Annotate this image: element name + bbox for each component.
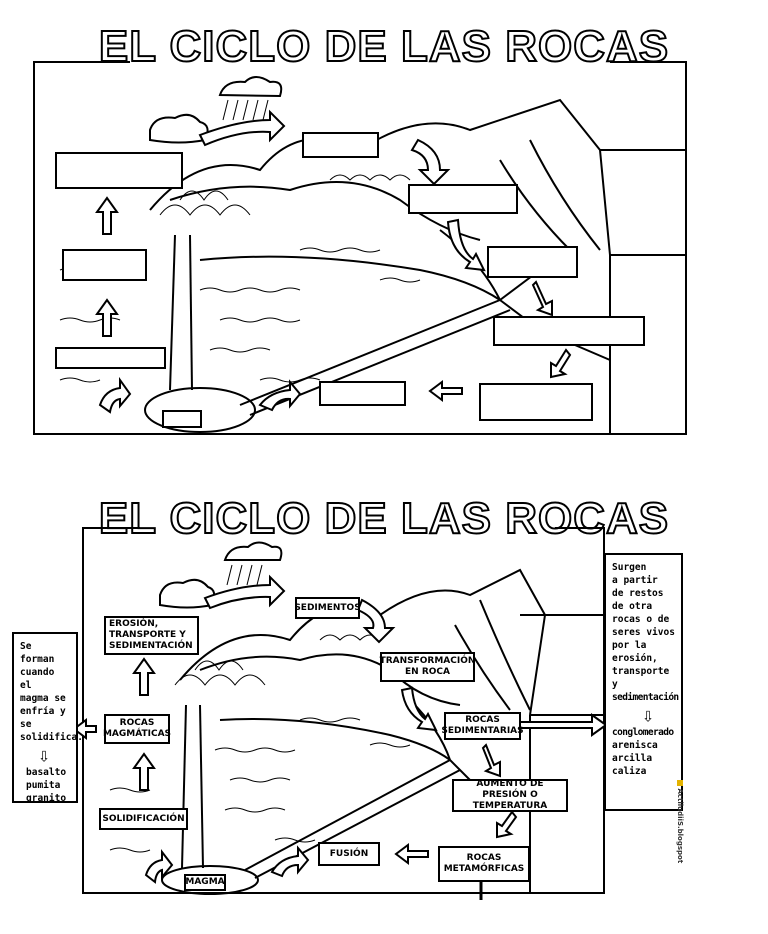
- blank-box-solidificacion: [55, 347, 166, 369]
- example-pumita: pumita: [26, 780, 61, 791]
- watermark-text: ActiludiiS.blogspot: [676, 788, 684, 864]
- example-basalto: basalto: [26, 767, 67, 778]
- label-magma: MAGMA: [184, 874, 226, 891]
- blank-box-transformacion: [408, 184, 518, 214]
- note-sedimentarias-line: sedimentación: [612, 692, 679, 703]
- note-sedimentarias: Surgen a partir de restos de otra rocas …: [604, 553, 683, 811]
- label-fusion: FUSIÓN: [318, 842, 380, 866]
- label-rocas-sedimentarias: ROCAS SEDIMENTARIAS: [441, 712, 524, 740]
- note-magmaticas-line: solidifica.: [20, 732, 83, 743]
- note-magmaticas: Se forman cuando el magma se enfría y se…: [12, 632, 83, 804]
- note-magmaticas-line: magma se: [20, 693, 66, 704]
- label-aumento: AUMENTO DE PRESIÓN O TEMPERATURA: [452, 779, 568, 812]
- watermark: ActiludiiS.blogspot: [674, 780, 684, 900]
- example-conglomerado: conglomerado: [612, 727, 674, 738]
- note-sedimentarias-line: transporte y: [612, 666, 670, 690]
- note-sedimentarias-line: rocas o de: [612, 614, 670, 625]
- blank-box-fusion: [319, 381, 406, 406]
- note-magmaticas-line: enfría y se: [20, 706, 66, 730]
- blank-box-sedimentarias: [487, 246, 578, 278]
- example-caliza: caliza: [612, 766, 647, 777]
- blank-box-sedimentos: [302, 132, 379, 158]
- title-bottom: EL CICLO DE LAS ROCAS: [98, 493, 670, 544]
- label-sedimentos: SEDIMENTOS: [294, 597, 361, 619]
- label-rocas-metamorficas: ROCAS METAMÓRFICAS: [438, 846, 530, 882]
- note-magmaticas-line: Se forman: [20, 641, 55, 665]
- note-sedimentarias-line: de otra: [612, 601, 653, 612]
- arrow-down-icon: ⇩: [642, 703, 655, 727]
- title-top: EL CICLO DE LAS ROCAS: [98, 21, 670, 72]
- example-granito: granito: [26, 793, 67, 804]
- arrow-down-icon: ⇩: [38, 743, 51, 767]
- blank-box-metamorficas: [479, 383, 593, 421]
- label-rocas-magmaticas: ROCAS MAGMÁTICAS: [103, 714, 171, 744]
- note-magmaticas-line: cuando el: [20, 667, 55, 691]
- blank-box-aumento: [493, 316, 645, 346]
- note-sedimentarias-line: de restos: [612, 588, 664, 599]
- example-arenisca: arenisca: [612, 740, 658, 751]
- label-transformacion: TRANSFORMACIÓN EN ROCA: [380, 652, 475, 682]
- blank-box-magma: [162, 410, 202, 428]
- note-sedimentarias-line: Surgen: [612, 562, 647, 573]
- watermark-logo-icon: [677, 780, 683, 786]
- note-sedimentarias-line: por la: [612, 640, 647, 651]
- note-sedimentarias-line: erosión,: [612, 653, 658, 664]
- blank-box-erosion: [55, 152, 183, 189]
- blank-box-magmaticas: [62, 249, 147, 281]
- example-arcilla: arcilla: [612, 753, 653, 764]
- label-solidificacion: SOLIDIFICACIÓN: [99, 808, 188, 830]
- label-erosion: EROSIÓN, TRANSPORTE Y SEDIMENTACIÓN: [104, 616, 199, 655]
- note-sedimentarias-line: a partir: [612, 575, 658, 586]
- note-sedimentarias-line: seres vivos: [612, 627, 675, 638]
